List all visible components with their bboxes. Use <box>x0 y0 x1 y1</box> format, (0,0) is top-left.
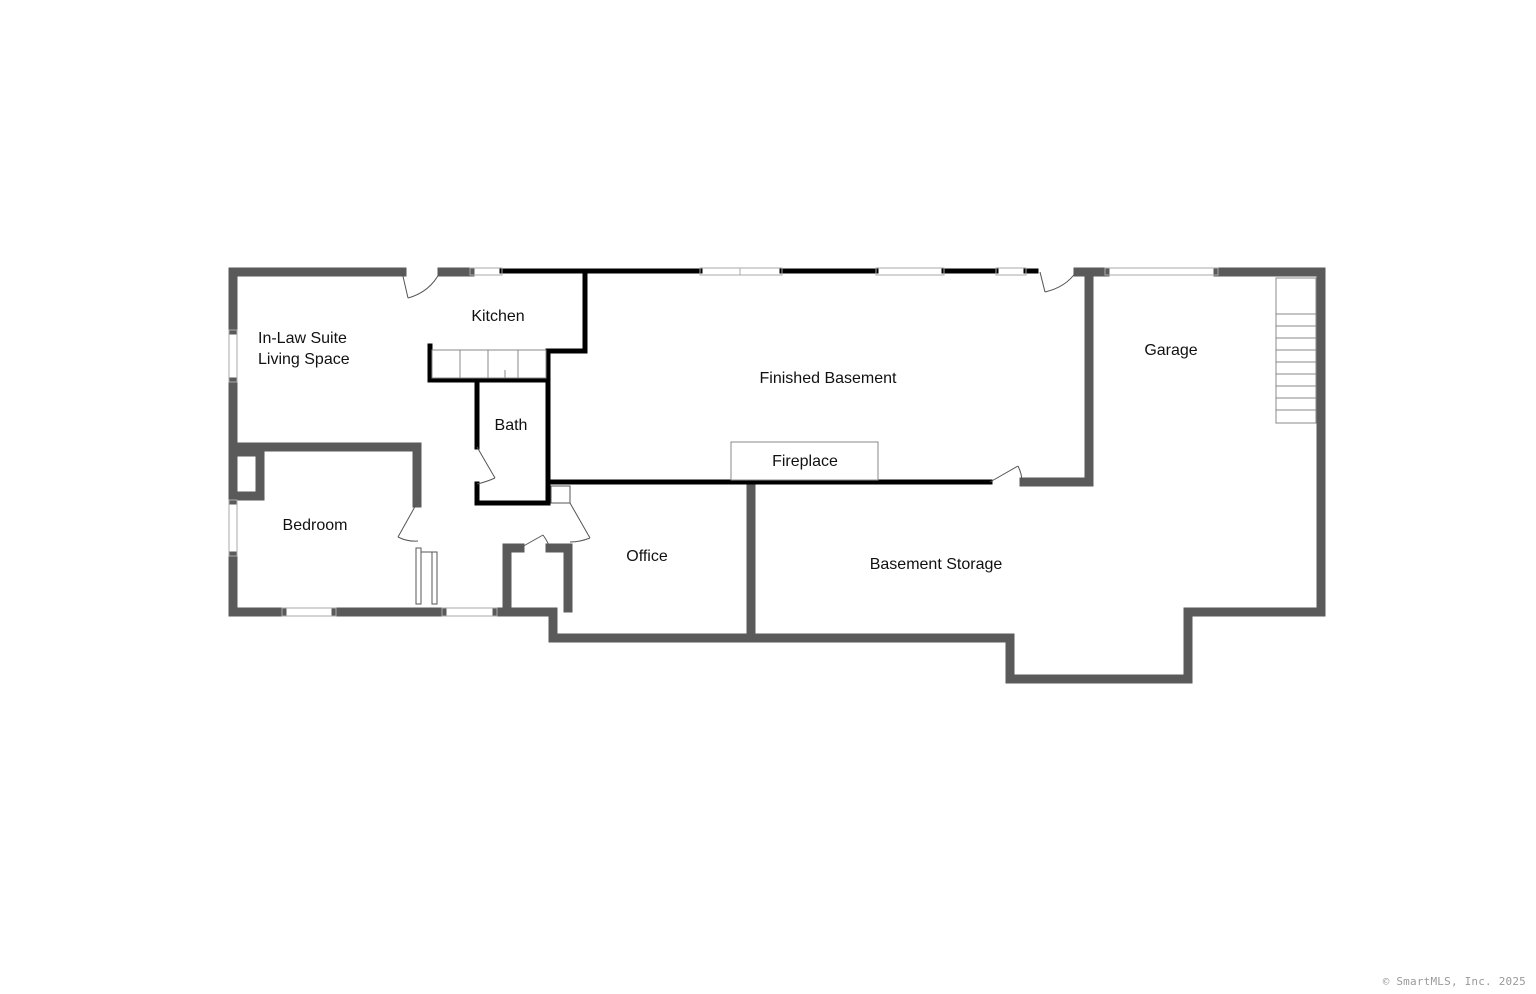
fireplace-hearth <box>730 441 879 481</box>
garage-stairs <box>1275 277 1317 424</box>
room-label-fireplace: Fireplace <box>772 453 838 470</box>
room-label-in-law-suite: In-Law Suite Living Space <box>258 330 351 368</box>
exterior-walls <box>228 267 1326 684</box>
interior-walls <box>427 268 1039 506</box>
room-label-line: In-Law Suite <box>258 330 347 347</box>
room-label-bath: Bath <box>495 417 528 434</box>
room-label-line: Living Space <box>258 351 350 368</box>
room-label-finished-basement: Finished Basement <box>760 370 898 387</box>
room-label-kitchen: Kitchen <box>471 308 524 325</box>
room-label-garage: Garage <box>1144 342 1197 359</box>
windows <box>228 267 1219 617</box>
room-label-basement-storage: Basement Storage <box>870 556 1003 573</box>
copyright-notice: © SmartMLS, Inc. 2025 <box>1382 975 1526 988</box>
kitchen-stairs <box>431 349 547 379</box>
room-label-office: Office <box>626 548 668 565</box>
room-label-bedroom: Bedroom <box>283 517 348 534</box>
doors <box>397 271 1077 605</box>
